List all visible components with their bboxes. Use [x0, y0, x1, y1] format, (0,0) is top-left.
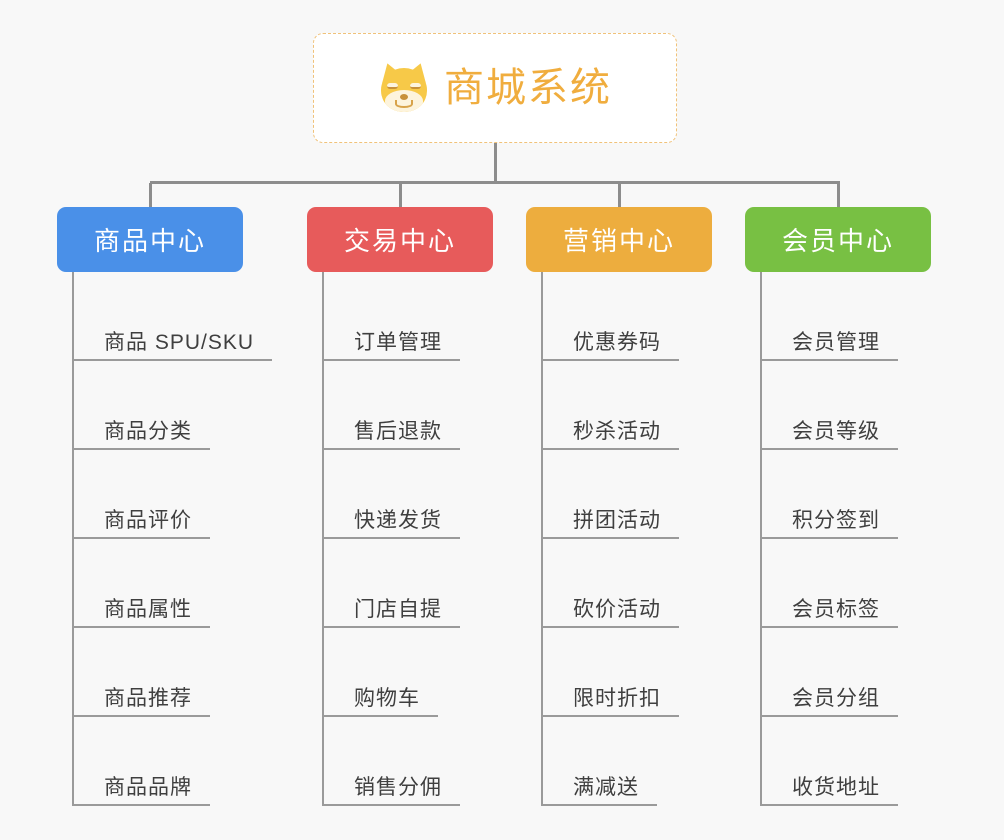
leaf-item[interactable]: 砍价活动	[543, 539, 776, 628]
leaf-list-trade-center: 订单管理售后退款快递发货门店自提购物车销售分佣	[322, 272, 557, 806]
leaf-item-underline	[762, 715, 898, 717]
leaf-item-underline	[543, 804, 657, 806]
leaf-item[interactable]: 会员管理	[762, 272, 995, 361]
connector-root-stem	[494, 143, 497, 183]
leaf-item-underline	[543, 537, 679, 539]
leaf-item-underline	[762, 626, 898, 628]
leaf-item-label: 限时折扣	[573, 686, 661, 710]
leaf-item[interactable]: 会员等级	[762, 361, 995, 450]
leaf-item[interactable]: 售后退款	[324, 361, 557, 450]
leaf-item-underline	[74, 448, 210, 450]
leaf-list-member-center: 会员管理会员等级积分签到会员标签会员分组收货地址	[760, 272, 995, 806]
leaf-item-label: 售后退款	[354, 419, 442, 443]
leaf-item-label: 会员标签	[792, 597, 880, 621]
leaf-list-marketing-center: 优惠券码秒杀活动拼团活动砍价活动限时折扣满减送	[541, 272, 776, 806]
leaf-item-label: 会员分组	[792, 686, 880, 710]
leaf-item[interactable]: 商品属性	[74, 539, 307, 628]
leaf-item-underline	[74, 626, 210, 628]
connector-drop-trade-center	[399, 183, 402, 209]
leaf-item[interactable]: 优惠券码	[543, 272, 776, 361]
leaf-item-label: 优惠券码	[573, 330, 661, 354]
leaf-item[interactable]: 商品 SPU/SKU	[74, 272, 307, 361]
branch-node-product-center[interactable]: 商品中心	[57, 207, 243, 272]
leaf-item[interactable]: 满减送	[543, 717, 776, 806]
leaf-item[interactable]: 订单管理	[324, 272, 557, 361]
leaf-item-label: 商品品牌	[104, 775, 192, 799]
leaf-item[interactable]: 商品分类	[74, 361, 307, 450]
leaf-item-underline	[324, 537, 460, 539]
leaf-item-underline	[762, 537, 898, 539]
connector-horizontal-bus	[150, 181, 840, 184]
leaf-item[interactable]: 会员标签	[762, 539, 995, 628]
branch-node-label: 商品中心	[93, 226, 206, 256]
leaf-item-label: 商品 SPU/SKU	[104, 330, 255, 354]
leaf-item[interactable]: 秒杀活动	[543, 361, 776, 450]
shiba-dog-face-icon	[376, 60, 432, 114]
branch-column-member-center: 会员中心会员管理会员等级积分签到会员标签会员分组收货地址	[745, 207, 995, 806]
leaf-item[interactable]: 积分签到	[762, 450, 995, 539]
leaf-item-label: 收货地址	[792, 775, 880, 799]
leaf-item[interactable]: 限时折扣	[543, 628, 776, 717]
leaf-item[interactable]: 拼团活动	[543, 450, 776, 539]
branch-column-trade-center: 交易中心订单管理售后退款快递发货门店自提购物车销售分佣	[307, 207, 557, 806]
leaf-item-underline	[74, 537, 210, 539]
branch-column-product-center: 商品中心商品 SPU/SKU 商品分类商品评价商品属性商品推荐商品品牌	[57, 207, 307, 806]
leaf-item-label: 拼团活动	[573, 508, 661, 532]
leaf-item[interactable]: 商品推荐	[74, 628, 307, 717]
branch-node-label: 交易中心	[343, 226, 456, 256]
leaf-item-label: 门店自提	[354, 597, 442, 621]
root-node[interactable]: 商城系统	[313, 33, 677, 143]
leaf-item-underline	[74, 359, 272, 361]
leaf-item-label: 商品分类	[104, 419, 192, 443]
leaf-item-label: 会员等级	[792, 419, 880, 443]
leaf-item-underline	[543, 626, 679, 628]
leaf-item-underline	[324, 715, 438, 717]
leaf-item-label: 积分签到	[792, 508, 880, 532]
leaf-item-label: 满减送	[573, 775, 639, 799]
connector-drop-member-center	[837, 183, 840, 209]
leaf-item-label: 快递发货	[354, 508, 442, 532]
leaf-item-underline	[762, 448, 898, 450]
leaf-item-label: 订单管理	[354, 330, 442, 354]
leaf-item-label: 商品属性	[104, 597, 192, 621]
root-node-title: 商城系统	[444, 66, 612, 110]
branch-node-marketing-center[interactable]: 营销中心	[526, 207, 712, 272]
connector-drop-product-center	[149, 183, 152, 209]
leaf-item-underline	[324, 804, 460, 806]
leaf-item[interactable]: 购物车	[324, 628, 557, 717]
branch-column-marketing-center: 营销中心优惠券码秒杀活动拼团活动砍价活动限时折扣满减送	[526, 207, 776, 806]
leaf-item-label: 秒杀活动	[573, 419, 661, 443]
root-node-content: 商城系统	[376, 60, 612, 114]
leaf-list-product-center: 商品 SPU/SKU 商品分类商品评价商品属性商品推荐商品品牌	[72, 272, 307, 806]
leaf-item-underline	[762, 359, 898, 361]
leaf-item-label: 砍价活动	[573, 597, 661, 621]
branch-node-trade-center[interactable]: 交易中心	[307, 207, 493, 272]
leaf-item-underline	[324, 626, 460, 628]
leaf-item-underline	[74, 715, 210, 717]
leaf-item-label: 商品评价	[104, 508, 192, 532]
leaf-item[interactable]: 销售分佣	[324, 717, 557, 806]
leaf-item-label: 会员管理	[792, 330, 880, 354]
branch-node-label: 会员中心	[781, 226, 894, 256]
leaf-item-underline	[74, 804, 210, 806]
leaf-item-underline	[543, 715, 679, 717]
leaf-item-underline	[543, 359, 679, 361]
leaf-item-underline	[324, 448, 460, 450]
leaf-item[interactable]: 会员分组	[762, 628, 995, 717]
branch-node-member-center[interactable]: 会员中心	[745, 207, 931, 272]
connector-drop-marketing-center	[618, 183, 621, 209]
leaf-item-label: 商品推荐	[104, 686, 192, 710]
leaf-item-label: 购物车	[354, 686, 420, 710]
leaf-item-label: 销售分佣	[354, 775, 442, 799]
leaf-item[interactable]: 商品评价	[74, 450, 307, 539]
leaf-item[interactable]: 收货地址	[762, 717, 995, 806]
leaf-item[interactable]: 商品品牌	[74, 717, 307, 806]
leaf-item-underline	[324, 359, 460, 361]
branch-node-label: 营销中心	[562, 226, 675, 256]
leaf-item-underline	[762, 804, 898, 806]
leaf-item[interactable]: 门店自提	[324, 539, 557, 628]
leaf-item[interactable]: 快递发货	[324, 450, 557, 539]
leaf-item-underline	[543, 448, 679, 450]
